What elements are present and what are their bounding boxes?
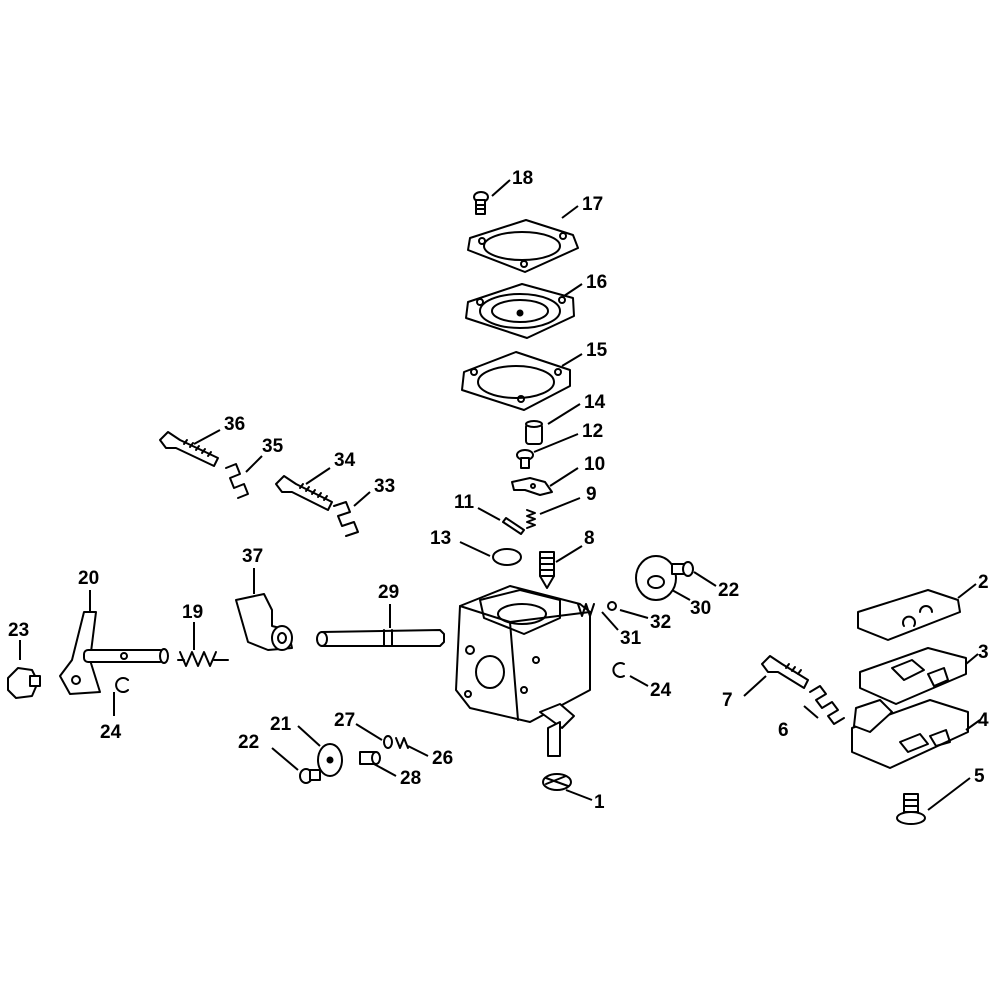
part-13-disc bbox=[492, 548, 522, 566]
part-36-adjusting-screw bbox=[159, 431, 219, 467]
label-9: 9 bbox=[586, 484, 597, 505]
part-28-plug bbox=[359, 751, 381, 765]
part-37-lever bbox=[235, 593, 293, 651]
callout-labels: 18 17 16 15 14 12 10 9 11 13 8 36 35 34 … bbox=[8, 168, 989, 813]
label-14: 14 bbox=[584, 392, 606, 413]
part-24-circlip-right bbox=[612, 662, 625, 678]
part-19-torsion-spring bbox=[177, 651, 229, 667]
label-26: 26 bbox=[432, 748, 453, 769]
part-1-screen bbox=[542, 773, 572, 791]
label-16: 16 bbox=[586, 272, 607, 293]
part-8-inlet-needle bbox=[539, 551, 555, 589]
part-12-screw bbox=[516, 449, 534, 469]
label-17: 17 bbox=[582, 194, 603, 215]
part-11-pin bbox=[502, 517, 525, 535]
part-4-pump-body bbox=[851, 699, 969, 769]
label-19: 19 bbox=[182, 602, 203, 623]
label-24-left: 24 bbox=[100, 722, 122, 743]
label-37: 37 bbox=[242, 546, 263, 567]
label-12: 12 bbox=[582, 421, 603, 442]
part-27-o-ring bbox=[383, 735, 393, 749]
label-10: 10 bbox=[584, 454, 605, 475]
part-33-spring bbox=[333, 501, 359, 537]
label-27: 27 bbox=[334, 710, 355, 731]
label-22-right: 22 bbox=[718, 580, 739, 601]
label-24-right: 24 bbox=[650, 680, 672, 701]
part-22-screw-bottom bbox=[299, 768, 321, 784]
label-18: 18 bbox=[512, 168, 533, 189]
label-5: 5 bbox=[974, 766, 985, 787]
label-36: 36 bbox=[224, 414, 245, 435]
part-16-diaphragm bbox=[465, 283, 575, 339]
label-13: 13 bbox=[430, 528, 451, 549]
part-9-spring bbox=[526, 509, 536, 529]
label-29: 29 bbox=[378, 582, 399, 603]
label-31: 31 bbox=[620, 628, 642, 649]
label-34: 34 bbox=[334, 450, 356, 471]
part-10-lever bbox=[511, 477, 553, 496]
part-31-spring bbox=[577, 603, 595, 617]
leader-lines bbox=[19, 179, 981, 811]
part-15-gasket bbox=[461, 351, 571, 411]
label-32: 32 bbox=[650, 612, 671, 633]
part-32-ball bbox=[607, 601, 617, 611]
label-23: 23 bbox=[8, 620, 29, 641]
part-14-pin bbox=[525, 420, 543, 445]
part-30-cover-plate bbox=[635, 555, 677, 601]
label-30: 30 bbox=[690, 598, 711, 619]
part-29-choke-shaft bbox=[316, 629, 445, 647]
part-17-cover bbox=[467, 219, 579, 273]
label-35: 35 bbox=[262, 436, 284, 457]
label-7: 7 bbox=[722, 690, 733, 711]
carburetor-body bbox=[455, 585, 591, 757]
part-35-spring bbox=[225, 463, 249, 499]
part-18-screw bbox=[473, 191, 489, 215]
part-5-screw bbox=[896, 793, 926, 825]
part-22-screw-right bbox=[671, 561, 694, 577]
part-6-spring bbox=[809, 685, 845, 725]
label-15: 15 bbox=[586, 340, 608, 361]
part-24-circlip-left bbox=[115, 677, 129, 693]
part-7-adjusting-screw bbox=[761, 655, 809, 689]
label-21: 21 bbox=[270, 714, 292, 735]
label-22-bottom: 22 bbox=[238, 732, 259, 753]
label-8: 8 bbox=[584, 528, 595, 549]
part-2-gasket bbox=[857, 589, 961, 641]
label-28: 28 bbox=[400, 768, 421, 789]
label-4: 4 bbox=[978, 710, 989, 731]
part-21-disc bbox=[317, 743, 343, 777]
part-3-metering-diaphragm bbox=[859, 647, 967, 705]
label-1: 1 bbox=[594, 792, 605, 813]
part-23-nut bbox=[7, 667, 41, 699]
label-2: 2 bbox=[978, 572, 989, 593]
label-33: 33 bbox=[374, 476, 395, 497]
label-6: 6 bbox=[778, 720, 789, 741]
part-34-adjusting-screw bbox=[275, 475, 333, 511]
part-20-throttle-shaft bbox=[59, 611, 169, 695]
part-26-spring bbox=[395, 737, 409, 749]
label-3: 3 bbox=[978, 642, 989, 663]
label-20: 20 bbox=[78, 568, 99, 589]
label-11: 11 bbox=[454, 492, 475, 513]
